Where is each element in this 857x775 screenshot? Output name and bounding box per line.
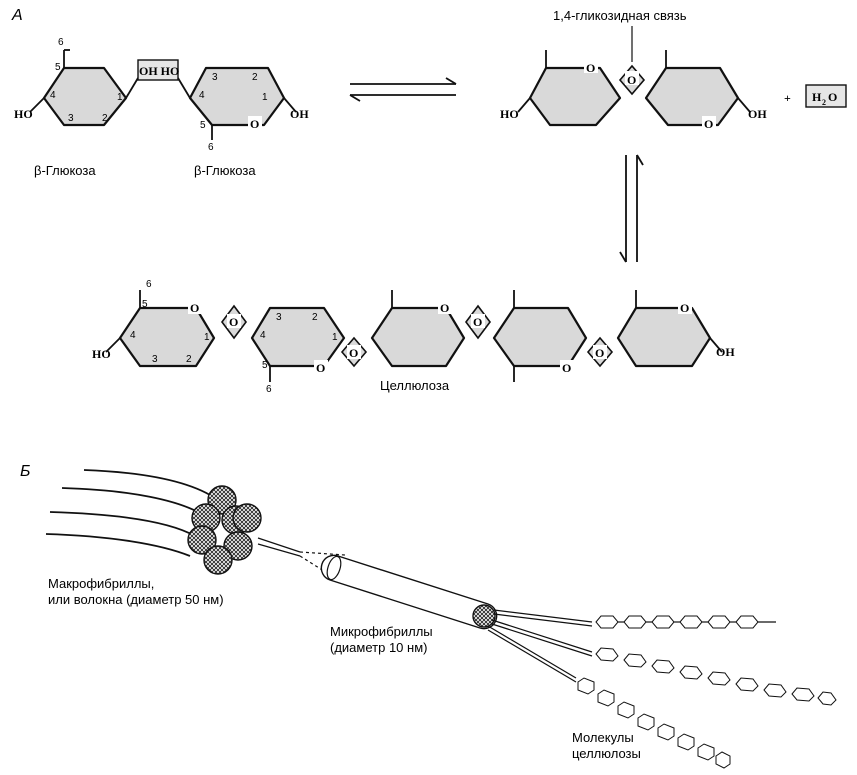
- beta-glucose-right: O 3 2 4 1 5 6 OH: [177, 66, 309, 153]
- cellulose-molecule-strands: [487, 609, 593, 683]
- beta-glucose-left: 6 5 4 3 2 1 HO: [14, 37, 139, 127]
- svg-text:HO: HO: [92, 347, 111, 361]
- svg-text:4: 4: [50, 90, 56, 101]
- macrofibril-bundle: [187, 485, 346, 579]
- svg-text:5: 5: [142, 299, 148, 310]
- beta-glucose-left-label: β-Глюкоза: [34, 163, 96, 178]
- svg-text:6: 6: [208, 142, 214, 153]
- microfibril-label-2: (диаметр 10 нм): [330, 640, 427, 655]
- svg-text:2: 2: [312, 312, 318, 323]
- svg-text:OH: OH: [716, 345, 735, 359]
- svg-text:1: 1: [262, 92, 268, 103]
- cellulose-molecule-chain-1: [595, 615, 776, 629]
- molecule-label-1: Молекулы: [572, 730, 634, 745]
- svg-text:O: O: [250, 117, 259, 131]
- svg-text:O: O: [562, 361, 571, 375]
- macrofibril-label-1: Макрофибриллы,: [48, 576, 154, 591]
- svg-text:2: 2: [186, 354, 192, 365]
- svg-text:O: O: [473, 315, 482, 329]
- svg-text:4: 4: [260, 330, 266, 341]
- svg-text:O: O: [316, 361, 325, 375]
- equilibrium-arrow-horizontal: [349, 77, 457, 102]
- svg-text:6: 6: [266, 384, 272, 395]
- svg-text:1: 1: [117, 92, 123, 103]
- svg-text:O: O: [595, 346, 604, 360]
- svg-text:6: 6: [146, 279, 152, 290]
- svg-text:5: 5: [55, 62, 61, 73]
- svg-text:2: 2: [822, 98, 826, 107]
- microfibril-tube: [320, 554, 498, 630]
- svg-text:O: O: [586, 61, 595, 75]
- disaccharide: O HO O O OH: [500, 50, 767, 131]
- svg-text:6: 6: [58, 37, 64, 48]
- svg-text:5: 5: [200, 120, 206, 131]
- svg-text:3: 3: [276, 312, 282, 323]
- molecule-label-2: целлюлозы: [572, 746, 641, 761]
- svg-text:O: O: [828, 90, 837, 104]
- plus-sign: +: [784, 91, 791, 105]
- svg-text:4: 4: [199, 90, 205, 101]
- svg-text:3: 3: [68, 113, 74, 124]
- svg-text:O: O: [680, 301, 689, 315]
- svg-text:O: O: [229, 315, 238, 329]
- svg-text:O: O: [440, 301, 449, 315]
- beta-glucose-right-label: β-Глюкоза: [194, 163, 256, 178]
- macrofibril-label-2: или волокна (диаметр 50 нм): [48, 592, 224, 607]
- svg-text:HO: HO: [500, 107, 519, 121]
- equilibrium-arrow-vertical: [619, 154, 644, 263]
- svg-text:OH HO: OH HO: [139, 64, 179, 78]
- cellulose-molecule-chain-2: [595, 647, 837, 706]
- water-elimination-box: OH HO: [137, 59, 179, 81]
- cellulose-label: Целлюлоза: [380, 378, 450, 393]
- glycosidic-bond-label: 1,4-гликозидная связь: [553, 8, 687, 23]
- svg-text:2: 2: [102, 113, 108, 124]
- svg-text:1: 1: [204, 332, 210, 343]
- svg-text:4: 4: [130, 330, 136, 341]
- svg-text:OH: OH: [290, 107, 309, 121]
- svg-text:O: O: [349, 346, 358, 360]
- panel-label-a: А: [11, 7, 23, 24]
- water-box: H 2 O: [805, 84, 847, 108]
- svg-text:H: H: [812, 90, 822, 104]
- svg-text:O: O: [190, 301, 199, 315]
- svg-text:O: O: [627, 73, 636, 87]
- svg-text:3: 3: [212, 72, 218, 83]
- svg-text:OH: OH: [748, 107, 767, 121]
- svg-text:O: O: [704, 117, 713, 131]
- svg-text:HO: HO: [14, 107, 33, 121]
- microfibril-label-1: Микрофибриллы: [330, 624, 433, 639]
- svg-text:5: 5: [262, 360, 268, 371]
- cellulose-molecule-chain-3: [577, 677, 731, 769]
- panel-label-b: Б: [20, 463, 30, 480]
- macrofibril-fibers: [45, 469, 219, 557]
- cellulose-chain: O 6 5 4 3 2 1 HO O O 3 2 4 1 5 6 O O O: [92, 279, 735, 395]
- svg-text:2: 2: [252, 72, 258, 83]
- svg-text:1: 1: [332, 332, 338, 343]
- svg-text:3: 3: [152, 354, 158, 365]
